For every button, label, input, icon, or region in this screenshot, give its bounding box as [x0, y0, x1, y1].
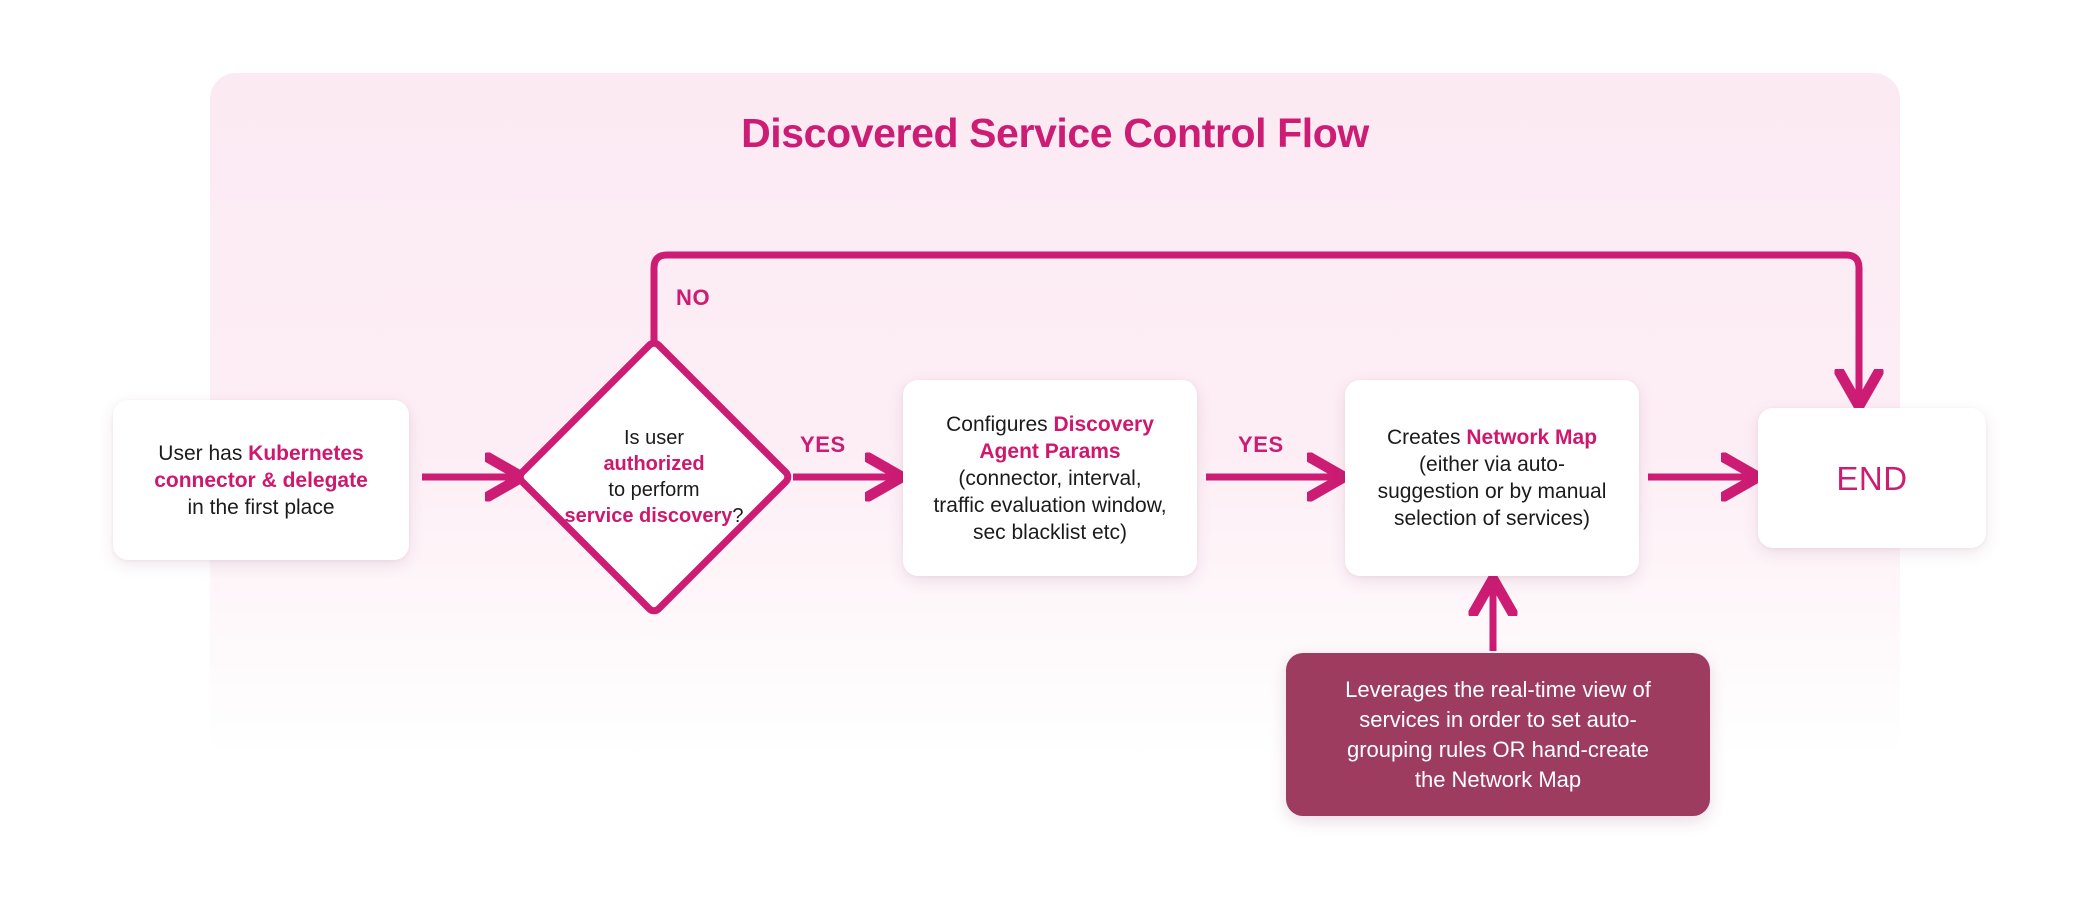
node-netmap-line-4-plain: selection of services)	[1393, 507, 1591, 530]
node-note-line-4: the Network Map	[1414, 766, 1582, 792]
node-start-line-1-strong: Kubernetes	[248, 441, 364, 465]
node-params-line-4-plain: traffic evaluation window,	[933, 493, 1167, 517]
node-netmap-text: Creates Network Map (either via auto- su…	[1378, 424, 1607, 532]
node-note-line-2: services in order to set auto-	[1359, 706, 1637, 732]
node-decision-line-1-plain: Is user	[623, 427, 685, 449]
node-start-text: User has Kubernetes connector & delegate…	[154, 440, 368, 521]
node-params-line-3-plain: (connector, interval,	[958, 466, 1142, 490]
node-params-line-5-plain: sec blacklist etc)	[972, 520, 1128, 544]
node-note-leverages-real-time-view[interactable]: Leverages the real-time view of services…	[1286, 653, 1710, 816]
node-netmap-line-1-strong: Network Map	[1466, 426, 1598, 449]
node-netmap-line-2-plain: (either via auto-	[1419, 453, 1565, 476]
node-decision-text: Is user authorized to perform service di…	[518, 341, 790, 613]
node-configures-discovery-agent-params[interactable]: Configures Discovery Agent Params (conne…	[903, 380, 1197, 576]
node-note-text: Leverages the real-time view of services…	[1345, 675, 1651, 795]
node-start-line-1-plain: User has	[158, 441, 249, 465]
node-params-line-1-plain: Configures	[946, 412, 1054, 436]
node-params-line-1-strong: Discovery	[1053, 412, 1154, 436]
node-decision-line-3-plain: to perform	[608, 479, 700, 501]
node-end[interactable]: END	[1758, 408, 1986, 548]
edge-label-yes-1: YES	[800, 432, 846, 457]
node-netmap-line-1-plain: Creates	[1386, 426, 1467, 449]
node-note-line-1: Leverages the real-time view of	[1345, 676, 1651, 702]
node-note-line-3: grouping rules OR hand-create	[1346, 736, 1650, 762]
page-title: Discovered Service Control Flow	[741, 110, 1369, 156]
node-start-line-2-strong: connector & delegate	[154, 468, 368, 492]
node-netmap-line-3-plain: suggestion or by manual	[1377, 480, 1607, 503]
node-decision-is-user-authorized[interactable]: Is user authorized to perform service di…	[512, 335, 796, 619]
node-creates-network-map[interactable]: Creates Network Map (either via auto- su…	[1345, 380, 1639, 576]
node-decision-line-4-strong: service discovery	[564, 505, 733, 527]
node-params-line-2-strong: Agent Params	[979, 439, 1121, 463]
node-start-user-has-connector[interactable]: User has Kubernetes connector & delegate…	[113, 400, 409, 560]
edge-label-no: NO	[676, 285, 711, 310]
node-params-text: Configures Discovery Agent Params (conne…	[933, 411, 1166, 546]
node-decision-line-4-tail: ?	[732, 505, 744, 527]
node-end-label: END	[1836, 459, 1908, 497]
edge-label-yes-2: YES	[1238, 432, 1284, 457]
node-decision-line-2-strong: authorized	[603, 453, 705, 475]
node-start-line-3-plain: in the first place	[187, 495, 335, 519]
